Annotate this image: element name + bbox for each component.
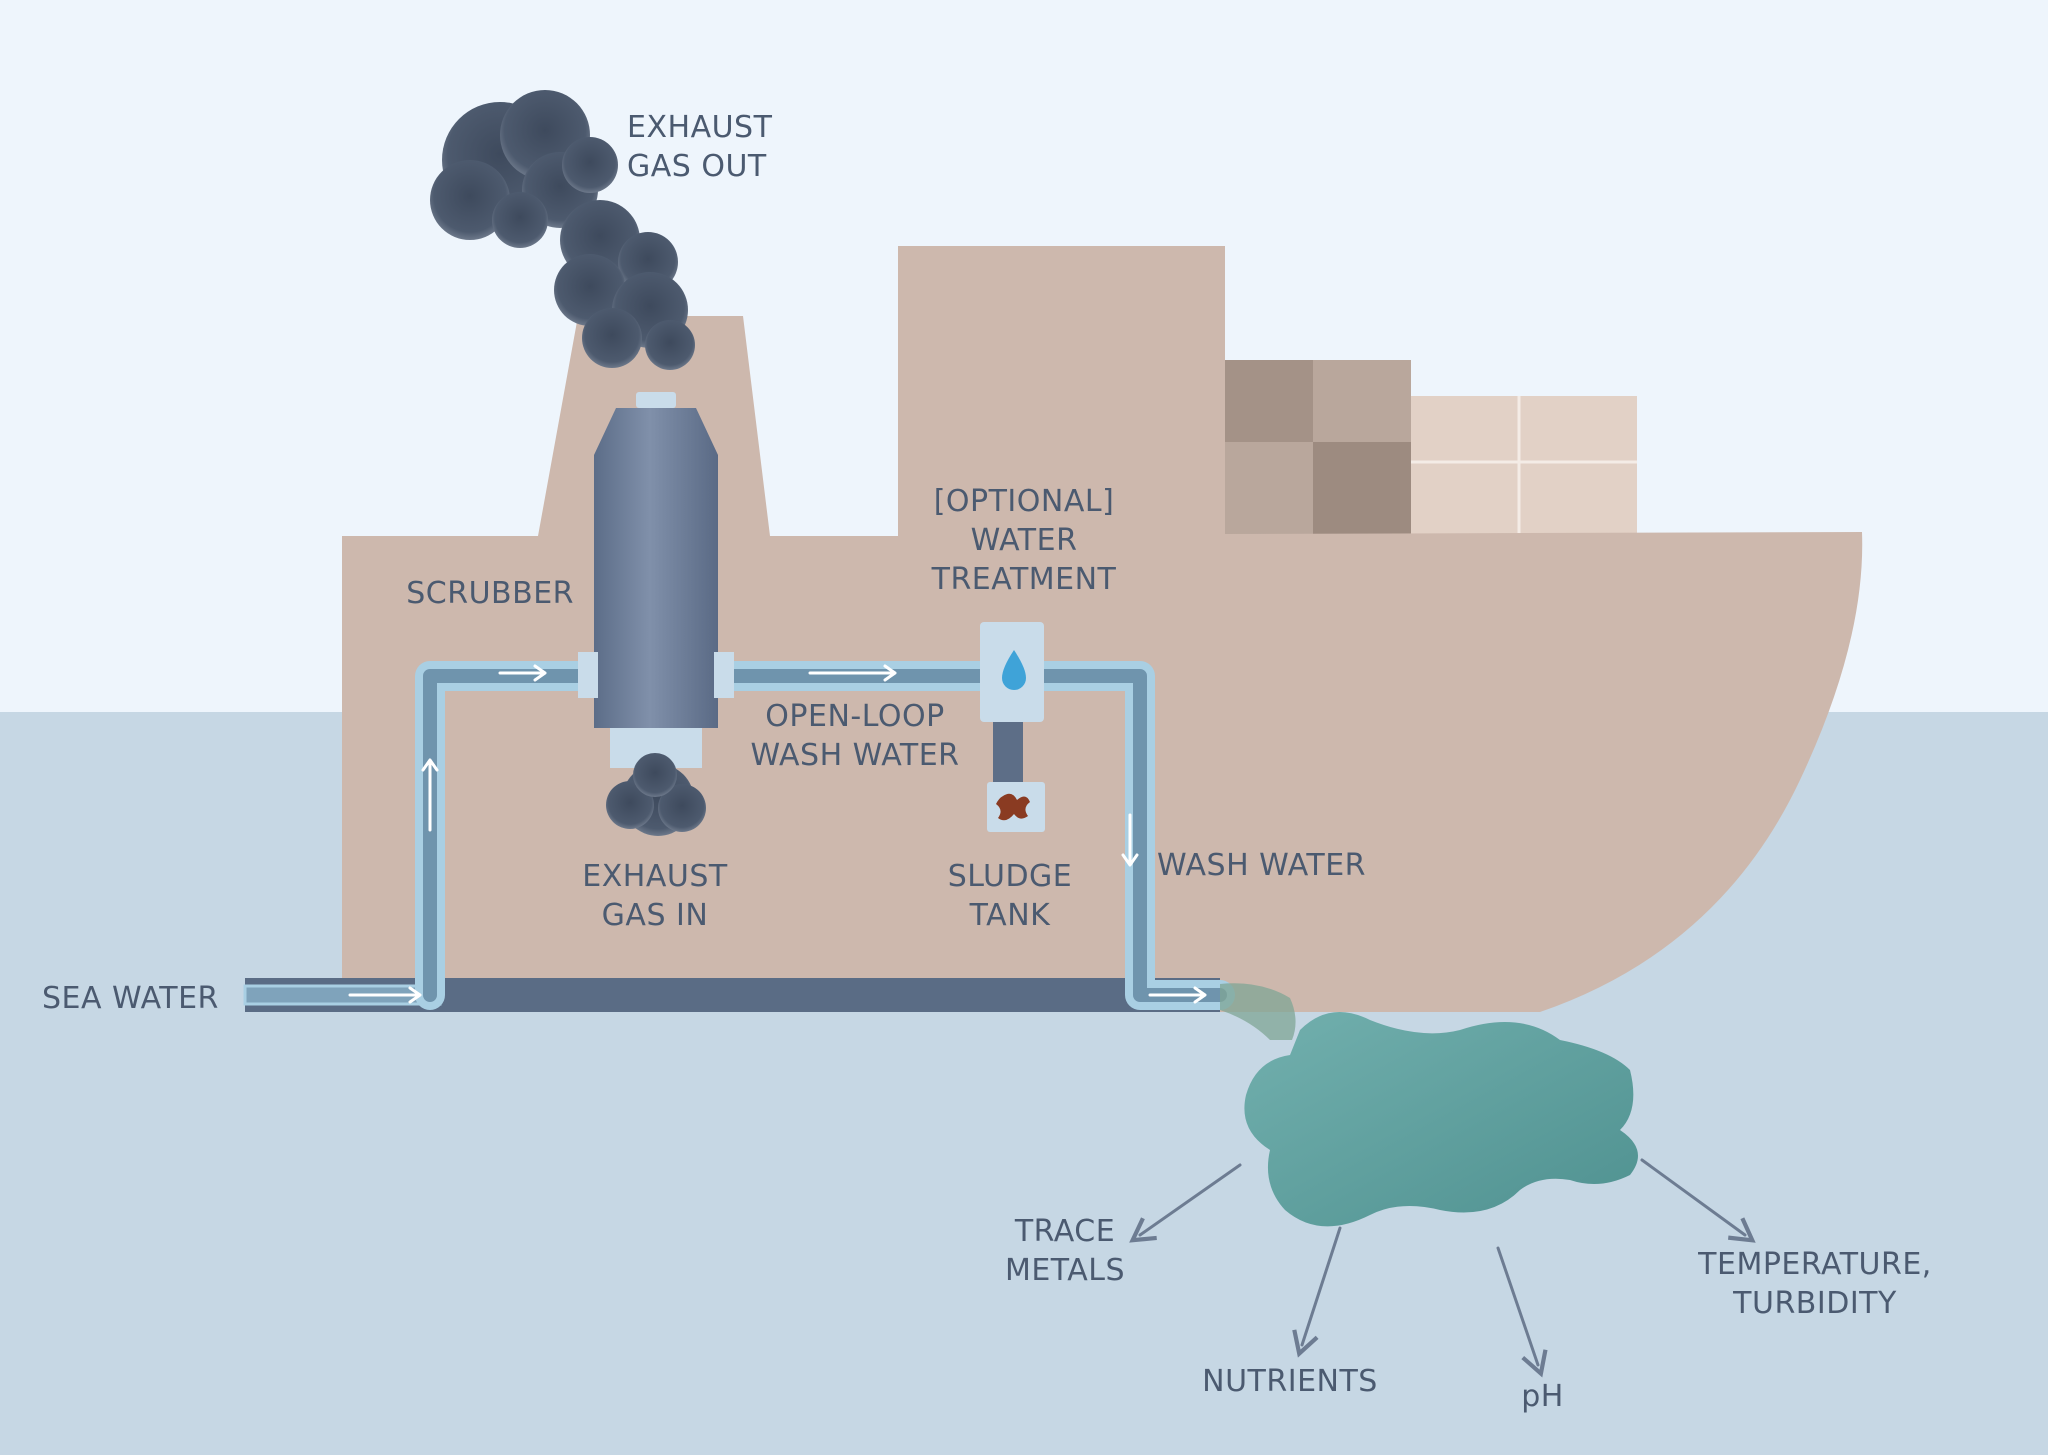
label-wash-water: WASH WATER xyxy=(1157,848,1367,883)
label-ph: pH xyxy=(1521,1379,1564,1414)
label-exhaust-gas-out: EXHAUST GAS OUT xyxy=(627,110,773,184)
exhaust-out-smoke-cloud-icon xyxy=(430,90,695,370)
label-open-loop-wash-water: OPEN-LOOP WASH WATER xyxy=(750,699,960,773)
scrubber-tower xyxy=(578,392,734,768)
label-trace-metals: TRACE METALS xyxy=(1004,1214,1126,1288)
label-sludge-tank: SLUDGE TANK xyxy=(947,859,1073,933)
label-exhaust-gas-in: EXHAUST GAS IN xyxy=(582,859,728,933)
water-treatment-unit xyxy=(980,622,1044,722)
arrow-trace-metals xyxy=(1129,1163,1242,1243)
label-sea-water: SEA WATER xyxy=(42,981,219,1016)
label-optional-water-treatment: [OPTIONAL] WATER TREATMENT xyxy=(931,484,1117,597)
arrow-nutrients xyxy=(1292,1226,1342,1358)
sludge-tank xyxy=(987,782,1045,832)
label-temperature-turbidity: TEMPERATURE, TURBIDITY xyxy=(1698,1247,1932,1321)
arrow-temperature-turbidity xyxy=(1640,1158,1756,1243)
exhaust-in-smoke-cloud-icon xyxy=(606,753,706,836)
arrow-ph xyxy=(1496,1246,1548,1378)
impact-arrows xyxy=(1129,1158,1756,1378)
flow-arrow-icon xyxy=(348,664,1207,1004)
label-nutrients: NUTRIENTS xyxy=(1202,1364,1378,1399)
label-scrubber: SCRUBBER xyxy=(406,576,574,611)
ship-hull xyxy=(342,246,1863,1012)
sludge-blob-icon xyxy=(996,793,1030,821)
water-drop-icon xyxy=(1002,650,1026,690)
cargo-containers xyxy=(1225,360,1637,534)
discharge-plume xyxy=(1220,983,1638,1227)
